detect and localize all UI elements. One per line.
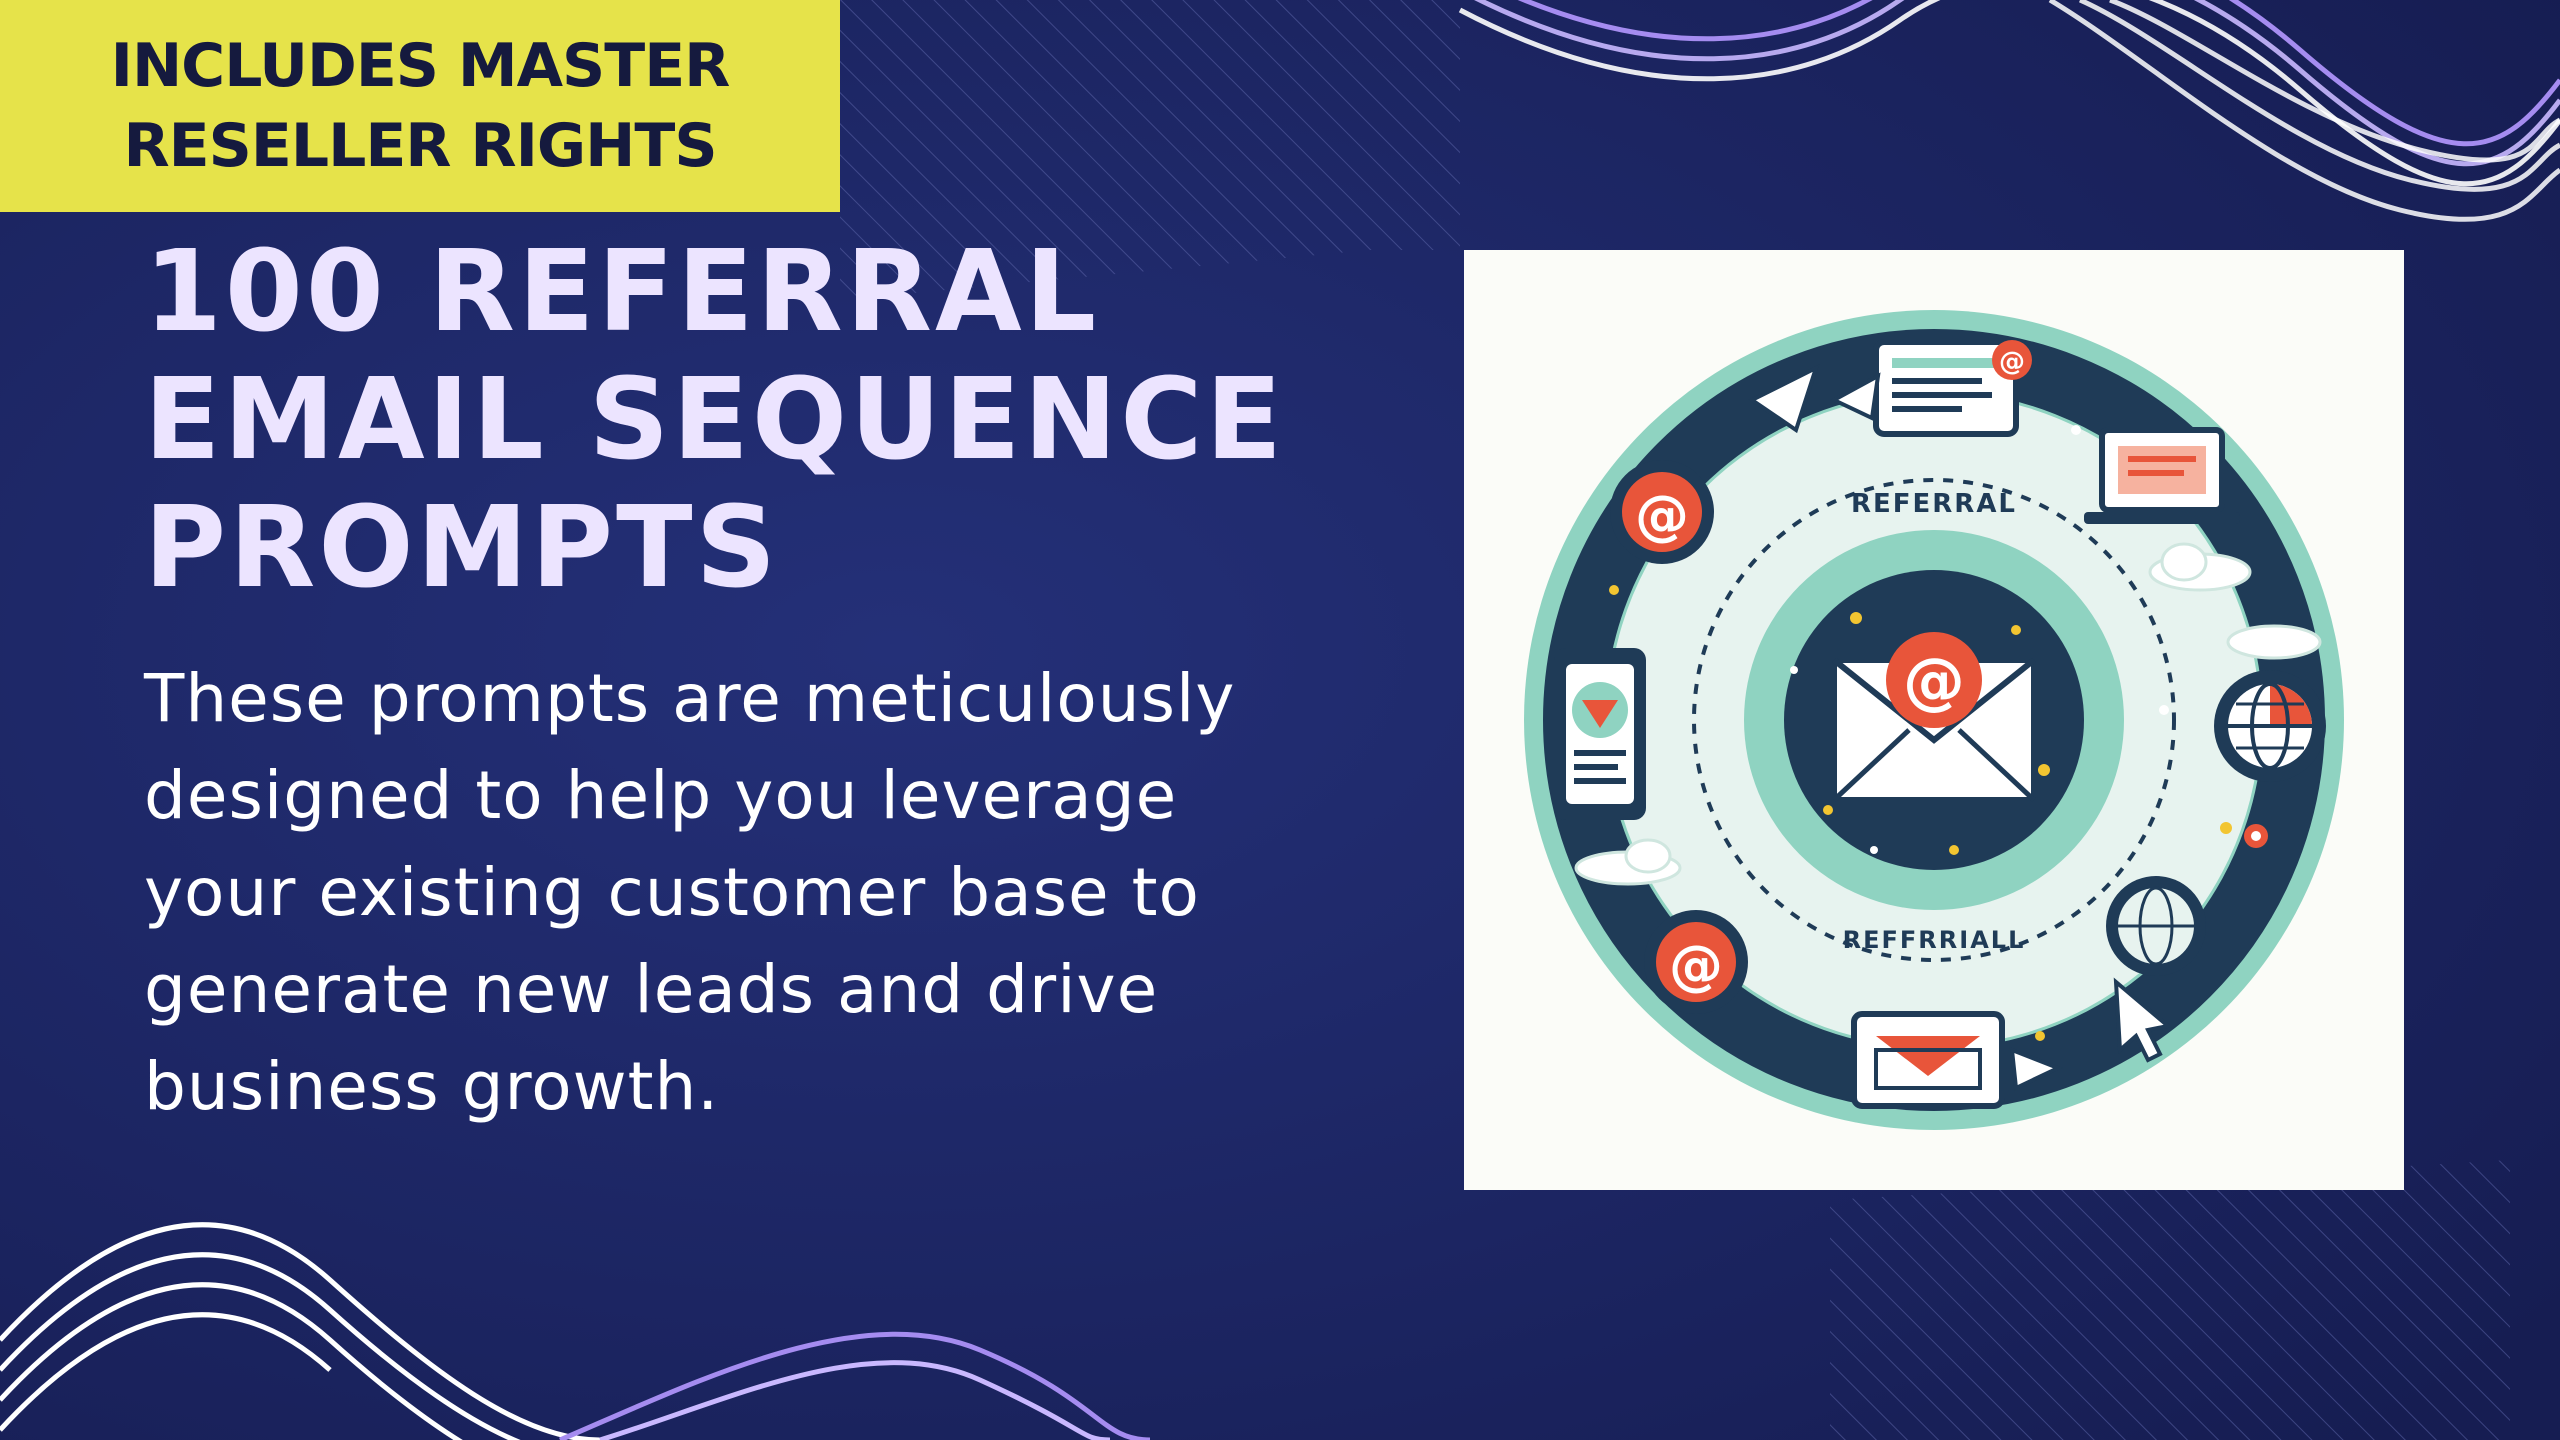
page-title: 100 REFERRAL EMAIL SEQUENCE PROMPTS xyxy=(144,228,1304,612)
dot-decoration-center xyxy=(2251,831,2261,841)
email-window-icon: @ xyxy=(1873,339,2032,437)
wave-lines-bottom xyxy=(0,1222,1151,1440)
title-line-2: EMAIL SEQUENCE xyxy=(144,355,1285,485)
globe-icon xyxy=(2214,670,2326,782)
badge-line-2: RESELLER RIGHTS xyxy=(123,111,717,181)
referral-top-label: REFERRAL xyxy=(1851,489,2017,519)
badge-line-1: INCLUDES MASTER xyxy=(110,31,731,101)
laptop-icon xyxy=(2084,427,2240,524)
wave-lines-top xyxy=(1458,0,2560,222)
svg-text:@: @ xyxy=(1999,347,2025,377)
dashed-orbit xyxy=(1692,478,2176,962)
svg-text:@: @ xyxy=(1669,934,1723,997)
sparkle-decoration xyxy=(1790,425,2169,854)
email-window-icon xyxy=(1851,1011,2005,1109)
illustration-graphic: @ REFERRAL REFFRRIALL @ @ @ xyxy=(1524,310,2344,1130)
cursor-icon xyxy=(2113,977,2173,1063)
title-line-3: PROMPTS xyxy=(144,483,780,613)
referral-bottom-label: REFFRRIALL xyxy=(1843,926,2026,954)
globe-icon xyxy=(2106,876,2206,976)
referral-email-illustration: @ REFERRAL REFFRRIALL @ @ @ xyxy=(1464,250,2404,1190)
center-at-sign-icon xyxy=(1886,632,1982,728)
svg-text:@: @ xyxy=(1903,644,1965,717)
envelope-icon: @ xyxy=(1831,632,2037,803)
at-sign-icon: @ xyxy=(1610,460,1714,564)
cloud-icon xyxy=(1574,542,2322,886)
title-line-1: 100 REFERRAL xyxy=(144,227,1100,357)
sparkle-decoration xyxy=(1609,585,2232,1041)
svg-text:@: @ xyxy=(1635,484,1689,547)
reseller-rights-badge: INCLUDES MASTER RESELLER RIGHTS xyxy=(0,0,840,212)
at-sign-icon: @ xyxy=(1644,910,1748,1014)
description-text: These prompts are meticulously designed … xyxy=(144,660,1236,1125)
phone-icon xyxy=(1554,648,1646,820)
diagonal-lines-top xyxy=(840,0,1460,300)
diagonal-lines-bottom xyxy=(1830,1160,2510,1440)
send-arrow-icon xyxy=(1748,364,2064,1092)
